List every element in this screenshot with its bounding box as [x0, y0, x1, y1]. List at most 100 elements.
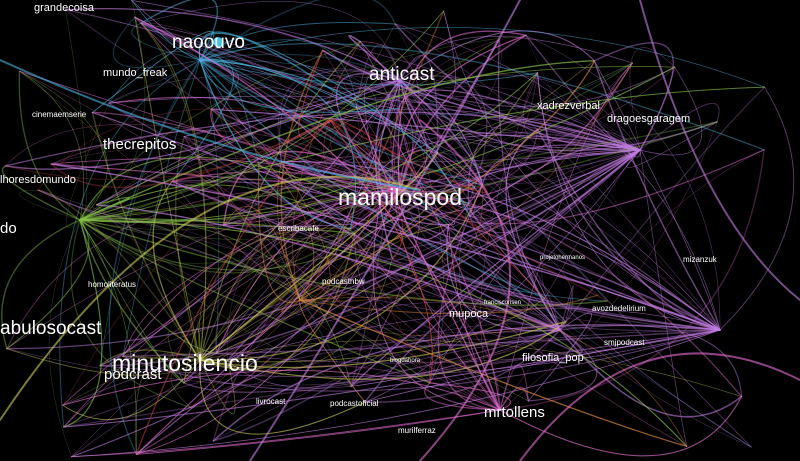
graph-edge [199, 297, 546, 363]
graph-edge [199, 198, 362, 361]
graph-edge [199, 59, 352, 387]
graph-edge [293, 190, 383, 301]
graph-edge [537, 129, 721, 331]
graph-edge [223, 156, 401, 226]
node-label-murilferraz: murilferraz [398, 426, 436, 435]
graph-edge [134, 16, 201, 361]
graph-edge [122, 329, 721, 357]
graph-edge [199, 59, 484, 186]
graph-edge [437, 184, 501, 411]
graph-edge [108, 51, 201, 104]
node-label-mundo_freak: mundo_freak [103, 67, 168, 79]
graph-edge [112, 16, 201, 69]
graph-edge [447, 149, 641, 225]
graph-edge [71, 149, 641, 458]
graph-edge [140, 22, 721, 331]
graph-edge [134, 352, 201, 455]
graph-edge [199, 320, 567, 369]
graph-edge [199, 59, 633, 116]
graph-edge [378, 79, 449, 226]
graph-edge [135, 149, 641, 455]
graph-edge [499, 121, 718, 411]
node-label-grandecoisa: grandecoisa [34, 2, 95, 14]
graph-edge [364, 149, 641, 403]
graph-edge [135, 119, 331, 456]
node-label-thecrepitos: thecrepitos [103, 136, 176, 153]
graph-edge [544, 149, 641, 299]
graph-edge [329, 119, 433, 384]
node-label-livrocast: livrocast [256, 397, 286, 406]
graph-edge [258, 164, 561, 331]
graph-edge [19, 70, 301, 301]
graph-edge [391, 258, 561, 331]
graph-edge [399, 189, 743, 398]
graph-edge [79, 219, 185, 384]
graph-edge [398, 89, 641, 151]
graph-edge [183, 301, 561, 384]
graph-edge [79, 215, 431, 384]
graph-edge [174, 135, 201, 361]
graph-edge [140, 22, 641, 151]
graph-edge [350, 329, 721, 387]
graph-edge [399, 189, 455, 225]
naoouvo-node [213, 37, 223, 47]
graph-edge [280, 160, 721, 331]
graph-edge [199, 59, 608, 302]
graph-edge [79, 219, 355, 264]
node-label-cinemaemserie: cinemaemserie [32, 110, 87, 119]
graph-edge [525, 34, 721, 331]
graph-edge [281, 161, 331, 301]
graph-edge [429, 149, 641, 384]
graph-edge [210, 108, 641, 151]
node-label-homoliteratus: homoliteratus [88, 280, 136, 289]
graph-edge [70, 149, 641, 458]
graph-edge [122, 355, 213, 362]
graph-edge [399, 75, 488, 205]
graph-edge [321, 49, 641, 151]
node-label-lhoresdomundo: lhoresdomundo [0, 174, 76, 186]
graph-edge [134, 16, 501, 411]
node-label-mupoca: mupoca [449, 308, 489, 320]
graph-edge [399, 54, 439, 154]
graph-edge [95, 204, 561, 331]
graph-edge [499, 149, 765, 411]
graph-edge [79, 165, 361, 221]
graph-edge [79, 62, 633, 221]
graph-edge [37, 108, 331, 191]
graph-edge [79, 219, 529, 402]
graph-edge [639, 102, 720, 151]
graph-edge [639, 0, 800, 301]
graph-edge [190, 295, 308, 408]
graph-edge [108, 59, 201, 104]
node-label-abulosocast: abulosocast [0, 318, 102, 339]
graph-edge [364, 149, 641, 403]
graph-edge [70, 219, 192, 409]
node-label-do: do [0, 220, 17, 237]
graph-edge [443, 10, 721, 331]
node-label-filosofia_pop: filosofia_pop [522, 352, 584, 364]
graph-edge [281, 253, 336, 313]
graph-edge [399, 36, 633, 81]
graph-edge [277, 68, 401, 162]
graph-edge [356, 105, 414, 191]
graph-edge [210, 108, 401, 191]
graph-edge [63, 329, 721, 428]
graph-edge [50, 163, 721, 331]
graph-edge [19, 70, 108, 221]
graph-edge [62, 353, 201, 406]
graph-edge [299, 60, 596, 301]
node-label-xadrezverbal: xadrezverbal [537, 100, 600, 112]
graph-edge [199, 59, 608, 302]
graph-edge [356, 86, 641, 151]
graph-edge [399, 79, 718, 152]
graph-edge [199, 59, 352, 230]
graph-edge [63, 219, 103, 428]
graph-edge [199, 359, 236, 414]
graph-edge [199, 59, 357, 230]
node-layer [213, 37, 223, 47]
graph-edge [199, 39, 500, 361]
graph-edge [183, 189, 401, 384]
graph-edge [299, 299, 366, 403]
graph-edge [71, 329, 721, 458]
graph-edge [79, 219, 608, 306]
